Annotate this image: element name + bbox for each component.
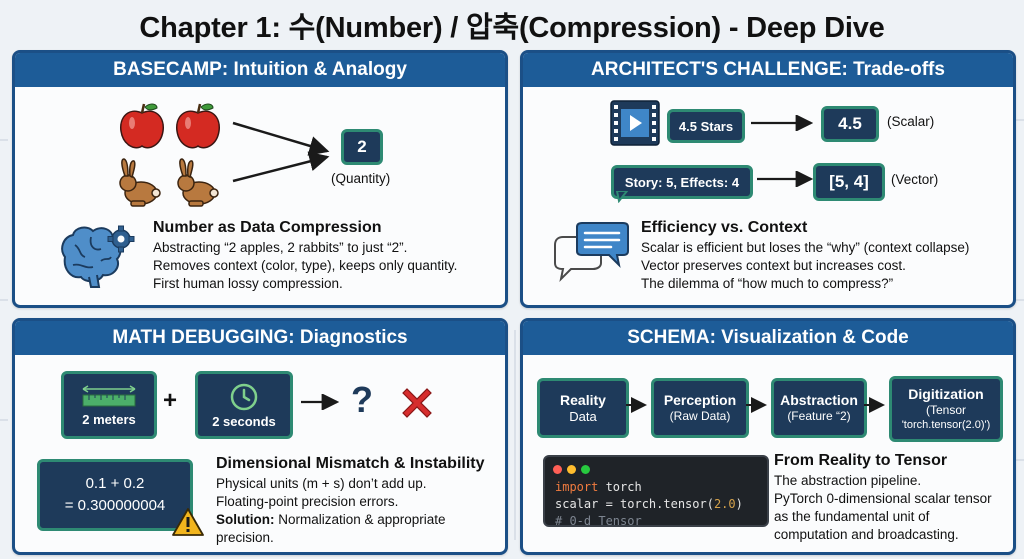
basecamp-line-1: Abstracting “2 apples, 2 rabbits” to jus… bbox=[153, 240, 408, 255]
apples-icon bbox=[120, 103, 220, 149]
seconds-label: 2 seconds bbox=[212, 413, 276, 429]
chat-bubbles-icon bbox=[554, 222, 629, 283]
code-number: 2.0 bbox=[713, 497, 736, 511]
solution-text: Normalization & appropriate bbox=[274, 512, 446, 527]
window-close-dot bbox=[553, 465, 562, 474]
architect-line-3: The dilemma of “how much to compress?” bbox=[641, 276, 894, 291]
vector-box: [5, 4] bbox=[813, 163, 885, 201]
flow-step-sub: (Raw Data) bbox=[669, 409, 731, 423]
quantity-box: 2 bbox=[341, 129, 383, 165]
architect-heading: Efficiency vs. Context bbox=[641, 219, 808, 236]
solution-label: Solution: bbox=[216, 512, 275, 527]
arrow-to-scalar bbox=[751, 115, 814, 131]
schema-line-1: The abstraction pipeline. bbox=[774, 473, 922, 488]
schema-panel: SCHEMA: Visualization & Code Reality Dat… bbox=[520, 318, 1016, 555]
flow-step-abstraction: Abstraction (Feature “2) bbox=[771, 378, 867, 438]
flow-step-digitization: Digitization (Tensor 'torch.tensor(2.0)'… bbox=[889, 376, 1003, 442]
math-header: MATH DEBUGGING: Diagnostics bbox=[15, 321, 505, 355]
plus-sign: + bbox=[163, 387, 178, 414]
code-text: torch bbox=[598, 480, 642, 494]
architect-body: Scalar is efficient but loses the “why” … bbox=[641, 239, 969, 293]
window-minimize-dot bbox=[567, 465, 576, 474]
page-title: Chapter 1: 수(Number) / 압축(Compression) -… bbox=[139, 12, 885, 44]
float-line-1: 0.1 + 0.2 bbox=[85, 475, 145, 492]
scalar-box: 4.5 bbox=[821, 106, 879, 142]
basecamp-heading: Number as Data Compression bbox=[153, 219, 382, 236]
quantity-label: (Quantity) bbox=[331, 171, 391, 186]
math-body: Physical units (m + s) don’t add up. Flo… bbox=[216, 475, 446, 547]
code-line-2: scalar = torch.tensor(2.0) bbox=[555, 496, 743, 513]
converge-arrows bbox=[232, 121, 330, 183]
code-text: ) bbox=[735, 497, 743, 511]
basecamp-panel: BASECAMP: Intuition & Analogy bbox=[12, 50, 508, 308]
math-solution-line: Solution: Normalization & appropriate bbox=[216, 511, 446, 529]
flow-step-title: Perception bbox=[663, 392, 737, 408]
flow-step-title: Abstraction bbox=[780, 392, 858, 408]
arrow-to-question bbox=[301, 394, 340, 410]
architect-header: ARCHITECT'S CHALLENGE: Trade-offs bbox=[523, 53, 1013, 87]
warning-icon bbox=[172, 508, 204, 536]
flow-step-sub: Data bbox=[569, 409, 597, 424]
rabbits-icon bbox=[119, 158, 219, 207]
code-keyword: import bbox=[555, 480, 599, 494]
architect-panel: ARCHITECT'S CHALLENGE: Trade-offs 4.5 St… bbox=[520, 50, 1016, 308]
code-line-1: import torch bbox=[555, 479, 743, 496]
clock-icon bbox=[230, 383, 258, 410]
schema-line-3: as the fundamental unit of bbox=[774, 509, 930, 524]
math-line-1: Physical units (m + s) don’t add up. bbox=[216, 476, 427, 491]
question-mark: ? bbox=[351, 379, 373, 420]
math-panel: MATH DEBUGGING: Diagnostics 2 meters + 2… bbox=[12, 318, 508, 555]
float-line-2: = 0.300000004 bbox=[64, 497, 166, 514]
flow-step-perception: Perception (Raw Data) bbox=[651, 378, 749, 438]
architect-line-2: Vector preserves context but increases c… bbox=[641, 258, 906, 273]
flow-arrow-3 bbox=[864, 397, 885, 413]
schema-line-2: PyTorch 0-dimensional scalar tensor bbox=[774, 491, 992, 506]
story-effects-box: Story: 5, Effects: 4 bbox=[611, 165, 753, 199]
flow-step-title: Digitization bbox=[908, 385, 984, 402]
flow-step-reality: Reality Data bbox=[537, 378, 629, 438]
basecamp-line-2: Removes context (color, type), keeps onl… bbox=[153, 258, 458, 273]
scalar-label: (Scalar) bbox=[887, 114, 935, 129]
error-x-icon bbox=[402, 388, 432, 418]
flow-step-sub: (Tensor bbox=[925, 402, 966, 417]
meters-box: 2 meters bbox=[61, 371, 157, 439]
arrow-to-vector bbox=[757, 171, 814, 187]
rating-box: 4.5 Stars bbox=[667, 109, 745, 143]
flow-arrow-2 bbox=[746, 397, 767, 413]
film-icon bbox=[610, 100, 660, 146]
flow-arrow-1 bbox=[626, 397, 647, 413]
basecamp-body: Abstracting “2 apples, 2 rabbits” to jus… bbox=[153, 239, 457, 293]
window-maximize-dot bbox=[581, 465, 590, 474]
code-snippet: import torch scalar = torch.tensor(2.0) … bbox=[543, 455, 769, 528]
seconds-box: 2 seconds bbox=[195, 371, 293, 439]
basecamp-line-3: First human lossy compression. bbox=[153, 276, 343, 291]
schema-line-4: computation and broadcasting. bbox=[774, 527, 959, 542]
ruler-icon bbox=[82, 384, 136, 406]
math-heading: Dimensional Mismatch & Instability bbox=[216, 455, 485, 472]
flow-step-sub: (Feature “2) bbox=[787, 409, 851, 423]
flow-step-sub-2: 'torch.tensor(2.0)') bbox=[901, 418, 991, 431]
meters-label: 2 meters bbox=[82, 411, 136, 427]
vector-label: (Vector) bbox=[891, 172, 939, 187]
schema-heading: From Reality to Tensor bbox=[774, 452, 948, 469]
solution-text-2: precision. bbox=[216, 530, 274, 545]
flow-step-title: Reality bbox=[560, 392, 606, 408]
architect-line-1: Scalar is efficient but loses the “why” … bbox=[641, 240, 970, 255]
basecamp-header: BASECAMP: Intuition & Analogy bbox=[15, 53, 505, 87]
brain-gear-icon bbox=[61, 225, 135, 288]
math-line-2: Floating-point precision errors. bbox=[216, 494, 399, 509]
float-error-box: 0.1 + 0.2 = 0.300000004 bbox=[37, 459, 193, 531]
speech-tail bbox=[615, 191, 629, 203]
code-text: scalar = torch.tensor( bbox=[555, 497, 714, 511]
code-comment: # 0-d Tensor bbox=[555, 514, 642, 528]
schema-header: SCHEMA: Visualization & Code bbox=[523, 321, 1013, 355]
schema-body: The abstraction pipeline. PyTorch 0-dime… bbox=[774, 472, 992, 544]
